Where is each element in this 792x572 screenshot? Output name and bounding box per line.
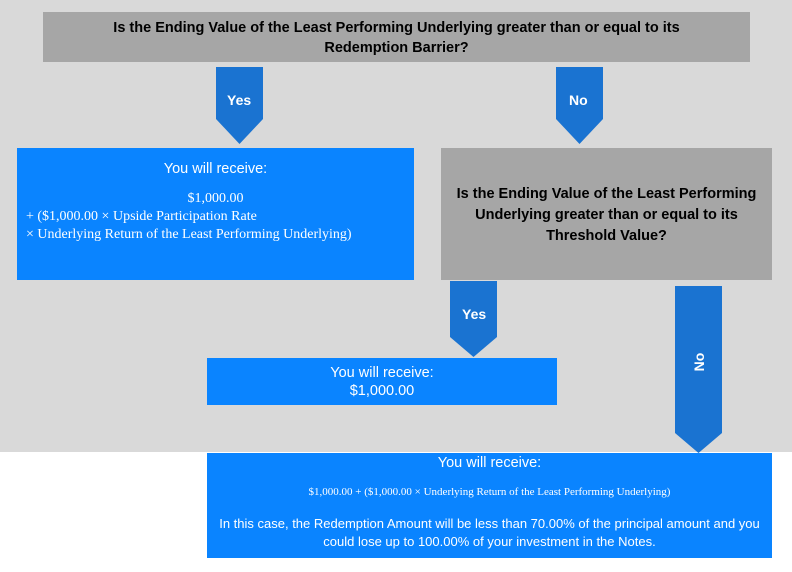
result-box-principal: You will receive: $1,000.00 xyxy=(207,358,557,405)
question-threshold-value: Is the Ending Value of the Least Perform… xyxy=(441,148,772,280)
result-box-upside-line2: × Underlying Return of the Least Perform… xyxy=(26,227,352,242)
result-box-upside-amount: $1,000.00 xyxy=(187,191,244,206)
result-box-upside: You will receive: $1,000.00 + ($1,000.00… xyxy=(17,148,414,280)
result-box-principal-amount: $1,000.00 xyxy=(349,383,415,399)
result-box-upside-heading: You will receive: xyxy=(163,161,268,177)
result-box-loss-formula: $1,000.00 + ($1,000.00 × Underlying Retu… xyxy=(308,486,671,498)
no-arrow-2-label: No xyxy=(691,352,707,372)
no-arrow-1-label: No xyxy=(569,92,588,108)
yes-arrow-2-label: Yes xyxy=(462,306,487,322)
no-arrow-1 xyxy=(556,67,603,144)
question-threshold-value-text: Is the Ending Value of the Least Perform… xyxy=(456,186,757,244)
result-box-principal-heading: You will receive: xyxy=(330,365,434,381)
yes-arrow-1-label: Yes xyxy=(227,92,252,108)
result-box-upside-line1: + ($1,000.00 × Upside Participation Rate xyxy=(26,209,257,224)
result-box-loss: You will receive: $1,000.00 + ($1,000.00… xyxy=(207,453,772,558)
result-box-loss-note: In this case, the Redemption Amount will… xyxy=(219,516,760,549)
question-redemption-barrier: Is the Ending Value of the Least Perform… xyxy=(43,12,750,62)
result-box-loss-heading: You will receive: xyxy=(437,455,542,471)
no-arrow-2 xyxy=(675,286,722,453)
question-redemption-barrier-text: Is the Ending Value of the Least Perform… xyxy=(113,20,680,56)
yes-arrow-1 xyxy=(216,67,263,144)
yes-arrow-2 xyxy=(450,281,497,357)
